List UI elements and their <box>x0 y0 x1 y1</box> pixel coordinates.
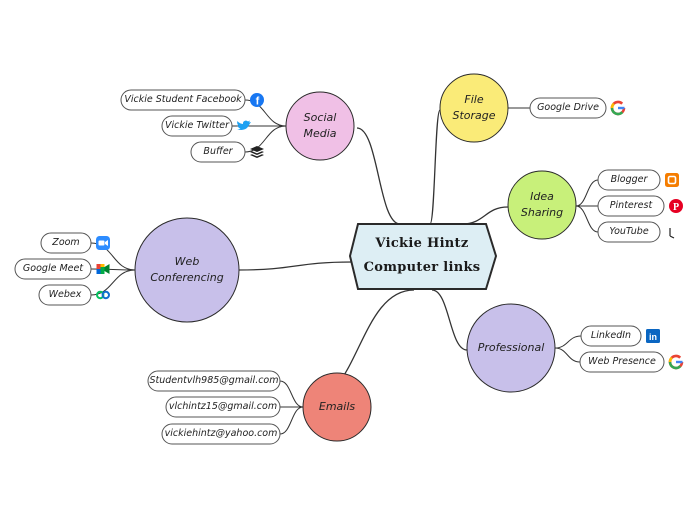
leaf-social-0-label[interactable]: Vickie Student Facebook <box>124 94 242 105</box>
branch-social-node[interactable] <box>285 91 355 161</box>
branch-file-label[interactable]: File Storage <box>452 93 496 122</box>
connector-social-leaf-2 <box>244 125 287 153</box>
leaf-social-2-pill[interactable] <box>190 141 246 163</box>
leaf-web-0-pill[interactable] <box>40 232 92 254</box>
branch-web-label[interactable]: Web Conferencing <box>150 255 224 284</box>
pinterest-icon: P <box>669 199 683 213</box>
leaf-social-1-pill[interactable] <box>161 115 233 137</box>
linkedin-icon: in <box>646 329 660 343</box>
leaf-web-0-label[interactable]: Zoom <box>52 237 80 248</box>
connector-idea <box>461 206 509 225</box>
leaf-idea-1-pill[interactable] <box>597 195 665 217</box>
branch-idea-node[interactable] <box>507 170 577 240</box>
youtube-icon <box>669 228 675 239</box>
zoom-icon <box>96 236 110 250</box>
leaf-web-2-label[interactable]: Webex <box>48 289 82 300</box>
leaf-social-1-label[interactable]: Vickie Twitter <box>164 120 230 131</box>
leaf-pro-0-pill[interactable] <box>580 325 642 347</box>
leaf-web-1-pill[interactable] <box>14 258 92 280</box>
branch-emails-node[interactable] <box>302 372 372 442</box>
branch-file-node[interactable] <box>439 73 509 143</box>
buffer-icon <box>250 146 264 158</box>
leaf-emails-0-label[interactable]: Studentvlh985@gmail.com <box>149 375 279 386</box>
branch-pro-label[interactable]: Professional <box>477 341 545 354</box>
connector-idea-leaf-2 <box>575 205 599 233</box>
connector-emails-leaf-0 <box>279 380 304 408</box>
google-meet-icon <box>96 264 110 274</box>
leaf-file-0-label[interactable]: Google Drive <box>537 102 599 113</box>
leaf-idea-2-pill[interactable] <box>597 221 661 243</box>
branch-social-label[interactable]: Social Media <box>303 111 337 140</box>
facebook-icon: f <box>250 93 264 108</box>
leaf-idea-0-pill[interactable] <box>597 169 661 191</box>
webex-icon <box>96 290 110 300</box>
leaf-file-0-pill[interactable] <box>529 97 607 119</box>
connector-pro-leaf-1 <box>554 347 581 363</box>
google-icon <box>668 354 684 370</box>
branch-emails-label[interactable]: Emails <box>318 400 356 413</box>
leaf-web-2-pill[interactable] <box>38 284 92 306</box>
leaf-pro-1-label[interactable]: Web Presence <box>588 356 656 367</box>
blogger-icon <box>665 173 679 187</box>
branch-idea-label[interactable]: Idea Sharing <box>520 190 564 219</box>
google-icon <box>610 100 626 116</box>
leaf-emails-0-pill[interactable] <box>147 370 281 392</box>
central-topic[interactable]: Vickie Hintz Computer links <box>363 236 481 275</box>
central-topic-shape[interactable] <box>348 223 498 290</box>
connector-pro-leaf-0 <box>554 335 582 349</box>
leaf-pro-1-pill[interactable] <box>579 351 665 373</box>
leaf-emails-1-pill[interactable] <box>165 396 281 418</box>
connector-social <box>356 127 401 225</box>
leaf-social-2-label[interactable]: Buffer <box>203 146 233 157</box>
svg-text:P: P <box>673 202 679 213</box>
svg-text:in: in <box>649 332 657 342</box>
svg-text:f: f <box>256 96 260 108</box>
branch-web-node[interactable] <box>134 217 240 323</box>
connector-social-leaf-0 <box>244 99 287 127</box>
twitter-icon <box>237 120 251 130</box>
connector-file <box>429 109 441 225</box>
leaf-idea-0-label[interactable]: Blogger <box>610 174 648 185</box>
connector-idea-leaf-0 <box>575 179 599 207</box>
leaf-idea-2-label[interactable]: YouTube <box>609 226 649 237</box>
leaf-emails-2-label[interactable]: vickiehintz@yahoo.com <box>164 428 278 439</box>
leaf-pro-0-label[interactable]: LinkedIn <box>590 330 632 341</box>
branch-pro-node[interactable] <box>466 303 556 393</box>
connector-pro <box>431 289 468 351</box>
leaf-web-1-label[interactable]: Google Meet <box>22 263 84 274</box>
leaf-emails-1-label[interactable]: vlchintz15@gmail.com <box>168 401 278 412</box>
leaf-idea-1-label[interactable]: Pinterest <box>609 200 653 211</box>
connector-web <box>238 261 353 271</box>
connector-emails-leaf-2 <box>279 406 304 435</box>
leaf-emails-2-pill[interactable] <box>161 423 281 445</box>
leaf-social-0-pill[interactable] <box>120 89 246 111</box>
